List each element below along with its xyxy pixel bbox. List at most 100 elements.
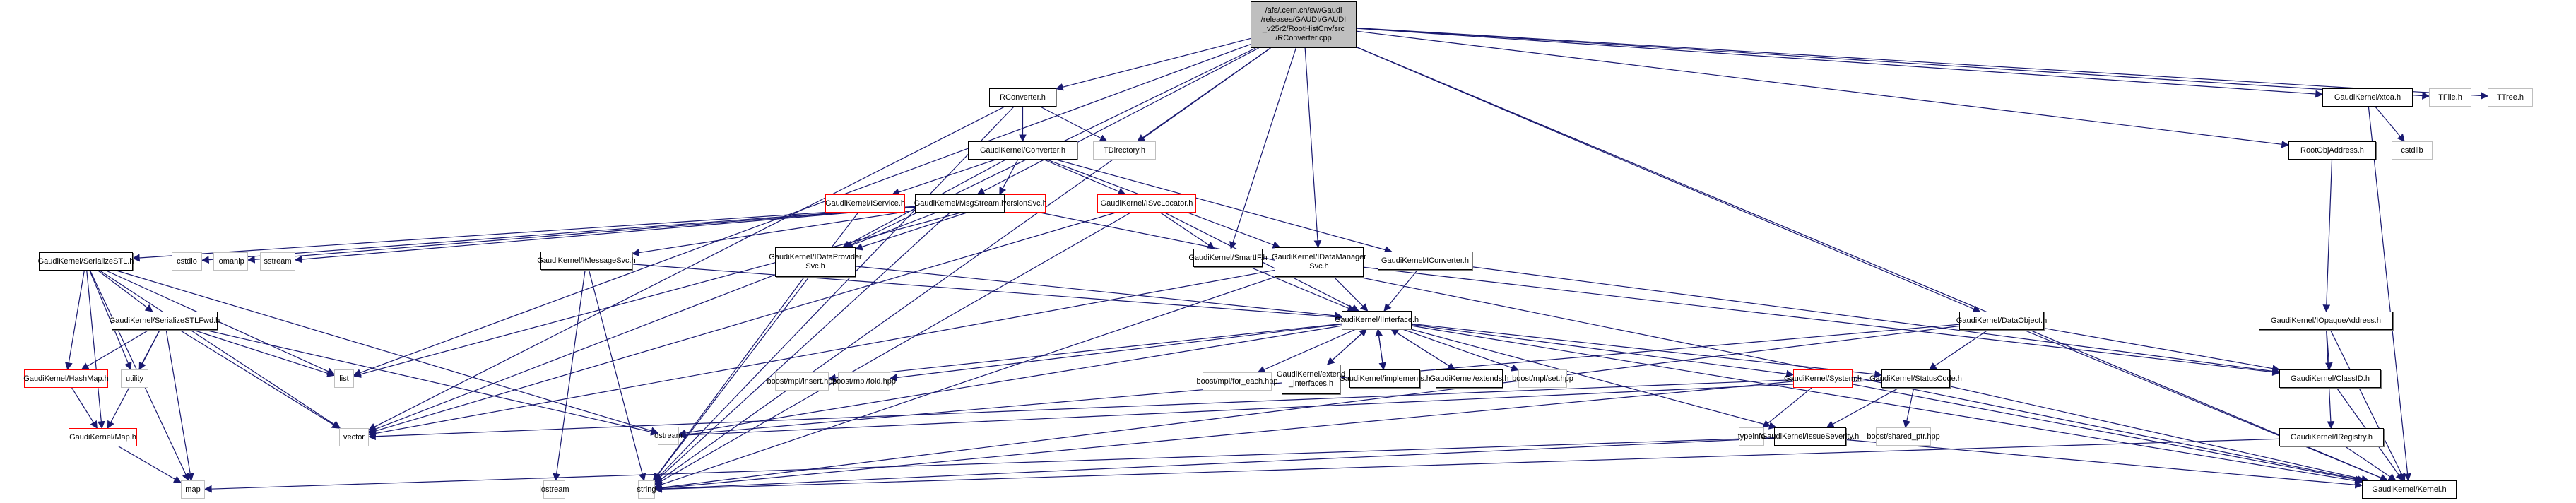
edge-system_h-to-string: [654, 381, 1794, 492]
edge-idatamanagersvc_h-to-string: [654, 276, 1276, 488]
edge-msgstream_h-to-string: [654, 212, 950, 483]
edge-iinterface_h-to-mpl_set: [1402, 329, 1520, 372]
edge-root-to-idatamanagersvc_h: [1304, 47, 1322, 249]
edge-iconverter_h-to-classid_h: [1472, 266, 2281, 375]
node-iinterface-h[interactable]: GaudiKernel/IInterface.h: [1335, 311, 1419, 329]
edge-root-to-xtoa_h: [1356, 28, 2324, 98]
edge-msgstream_h-to-serializestl_h: [131, 206, 916, 262]
edge-root-to-tfile_h: [1356, 28, 2430, 100]
node-map: map: [181, 480, 205, 499]
node-dataobject-h[interactable]: GaudiKernel/DataObject.h: [1956, 312, 2047, 330]
node-idataprovidersvc-h[interactable]: GaudiKernel/IDataProvider Svc.h: [769, 247, 862, 277]
node-rootobjaddress-h[interactable]: RootObjAddress.h: [2288, 141, 2376, 160]
node-extends-h[interactable]: GaudiKernel/extends.h: [1430, 369, 1508, 388]
node-iostream: iostream: [539, 480, 569, 499]
node-rconverter-h[interactable]: RConverter.h: [989, 88, 1056, 107]
node-iomanip: iomanip: [213, 252, 248, 271]
node-smartif-h[interactable]: GaudiKernel/SmartIF.h: [1188, 249, 1268, 267]
edge-extends_h-to-iinterface_h: [1390, 329, 1455, 370]
edge-root-to-string: [654, 47, 1271, 485]
node-isvclocator-h[interactable]: GaudiKernel/ISvcLocator.h: [1097, 194, 1196, 213]
root-file-node: /afs/.cern.ch/sw/Gaudi /releases/GAUDI/G…: [1251, 1, 1357, 48]
edge-map_h-to-map: [118, 446, 182, 483]
node-cstdio: cstdio: [172, 252, 202, 271]
node-tdirectory-h: TDirectory.h: [1093, 141, 1156, 160]
edge-iregistry_h-to-kernel_h: [2344, 446, 2397, 481]
node-serializestlfwd-h[interactable]: GaudiKernel/SerializeSTLFwd.h: [110, 312, 220, 330]
edge-rootobjaddress_h-to-iopaqueaddress_h: [2322, 159, 2333, 313]
node-classid-h[interactable]: GaudiKernel/ClassID.h: [2279, 369, 2381, 388]
node-imessagesvc-h[interactable]: GaudiKernel/IMessageSvc.h: [537, 252, 636, 270]
edge-issueseverity_h-to-string: [654, 437, 1775, 493]
node-utility: utility: [121, 369, 148, 388]
edge-root-to-kernel_h: [1356, 46, 2389, 482]
node-statuscode-h[interactable]: GaudiKernel/StatusCode.h: [1869, 369, 1962, 388]
edge-system_h-to-kernel_h: [1852, 384, 2363, 483]
edge-serializestl_h-to-vector: [99, 270, 341, 429]
node-vector: vector: [339, 428, 369, 446]
edge-statuscode_h-to-ostream: [678, 379, 1882, 439]
edge-conversionsvc_h-to-list: [353, 212, 961, 378]
edge-iinterface_h-to-system_h: [1411, 324, 1795, 378]
edge-dataobject_h-to-kernel_h: [2023, 329, 2388, 482]
node-extend-interfaces-h[interactable]: GaudiKernel/extend _interfaces.h: [1277, 365, 1345, 394]
edge-iconverter_h-to-iinterface_h: [1383, 269, 1418, 312]
node-map-h[interactable]: GaudiKernel/Map.h: [69, 428, 137, 446]
node-ttree-h: TTree.h: [2488, 88, 2533, 107]
edge-statuscode_h-to-kernel_h: [1949, 386, 2370, 483]
edge-dataobject_h-to-statuscode_h: [1928, 329, 1989, 370]
edge-serializestlfwd_h-to-hashmap_h: [81, 329, 150, 370]
node-issueseverity-h[interactable]: GaudiKernel/IssueSeverity.h: [1761, 427, 1859, 446]
edge-msgstream_h-to-iomanip: [247, 206, 916, 264]
edge-converter_h-to-isvclocator_h: [1044, 159, 1126, 196]
node-iopaqueaddress-h[interactable]: GaudiKernel/IOpaqueAddress.h: [2259, 312, 2393, 330]
edge-serializestl_h-to-map_h: [86, 270, 105, 430]
edge-root-to-ttree_h: [1356, 27, 2489, 100]
node-implements-h[interactable]: GaudiKernel/implements.h: [1339, 369, 1431, 388]
node-kernel-h[interactable]: GaudiKernel/Kernel.h: [2362, 480, 2457, 499]
edge-rconverter_h-to-string: [654, 106, 1015, 482]
edge-msgstream_h-to-vector: [367, 212, 937, 433]
node-ostream: ostream: [654, 427, 683, 445]
edge-iinterface_h-to-mpl_insert: [827, 323, 1342, 382]
edge-idatamanagersvc_h-to-vector: [367, 269, 1275, 437]
edge-dataobject_h-to-classid_h: [2043, 327, 2281, 372]
edge-iinterface_h-to-mpl_for_each: [1257, 329, 1357, 374]
edge-root-to-rconverter_h: [1055, 37, 1251, 91]
edge-serializestl_h-to-list: [105, 270, 335, 375]
node-iregistry-h[interactable]: GaudiKernel/IRegistry.h: [2279, 428, 2384, 446]
node-boost-mpl-insert: boost/mpl/insert.hpp: [767, 372, 837, 391]
node-string: string: [637, 480, 656, 499]
node-sstream: sstream: [260, 252, 295, 271]
edge-idataprovidersvc_h-to-string: [653, 276, 805, 481]
edge-statuscode_h-to-issueseverity_h: [1826, 387, 1900, 428]
edge-root-to-tdirectory_h: [1137, 47, 1271, 142]
node-cstdlib: cstdlib: [2392, 141, 2433, 160]
edge-issueseverity_h-to-kernel_h: [1845, 439, 2363, 489]
node-iconverter-h[interactable]: GaudiKernel/IConverter.h: [1378, 252, 1472, 270]
node-converter-h[interactable]: GaudiKernel/Converter.h: [968, 141, 1077, 160]
node-idatamanagersvc-h[interactable]: GaudiKernel/IDataManager Svc.h: [1272, 247, 1366, 277]
node-serializestl-h[interactable]: GaudiKernel/SerializeSTL.h: [38, 252, 134, 271]
edge-converter_h-to-iconverter_h: [1056, 159, 1393, 254]
edge-iopaqueaddress_h-to-kernel_h: [2329, 329, 2406, 481]
node-iservice-h[interactable]: GaudiKernel/IService.h: [825, 194, 905, 213]
edge-rconverter_h-to-tdirectory_h: [1040, 106, 1108, 142]
edge-idataprovidersvc_h-to-iinterface_h: [855, 266, 1343, 320]
node-msgstream-h[interactable]: GaudiKernel/MsgStream.h: [914, 194, 1005, 213]
edge-iinterface_h-to-issueseverity_h: [1410, 329, 1777, 430]
node-boost-mpl-set: boost/mpl/set.hpp: [1512, 369, 1573, 388]
node-boost-mpl-for-each: boost/mpl/for_each.hpp: [1197, 372, 1277, 391]
node-boost-shared-ptr: boost/shared_ptr.hpp: [1867, 427, 1940, 446]
node-hashmap-h[interactable]: GaudiKernel/HashMap.h: [23, 369, 109, 388]
edge-imessagesvc_h-to-iinterface_h: [632, 264, 1343, 321]
node-xtoa-h[interactable]: GaudiKernel/xtoa.h: [2322, 88, 2413, 107]
edge-isvclocator_h-to-smartif_h: [1160, 212, 1215, 249]
edge-imessagesvc_h-to-iostream: [553, 269, 586, 482]
edge-serializestlfwd_h-to-ostream: [204, 329, 659, 436]
edge-xtoa_h-to-kernel_h: [2368, 106, 2411, 482]
edge-implements_h-to-iinterface_h: [1375, 328, 1384, 370]
edge-iinterface_h-to-ostream: [678, 325, 1342, 437]
edge-issueseverity_h-to-map: [203, 437, 1775, 493]
node-system-h[interactable]: GaudiKernel/System.h: [1784, 369, 1862, 388]
